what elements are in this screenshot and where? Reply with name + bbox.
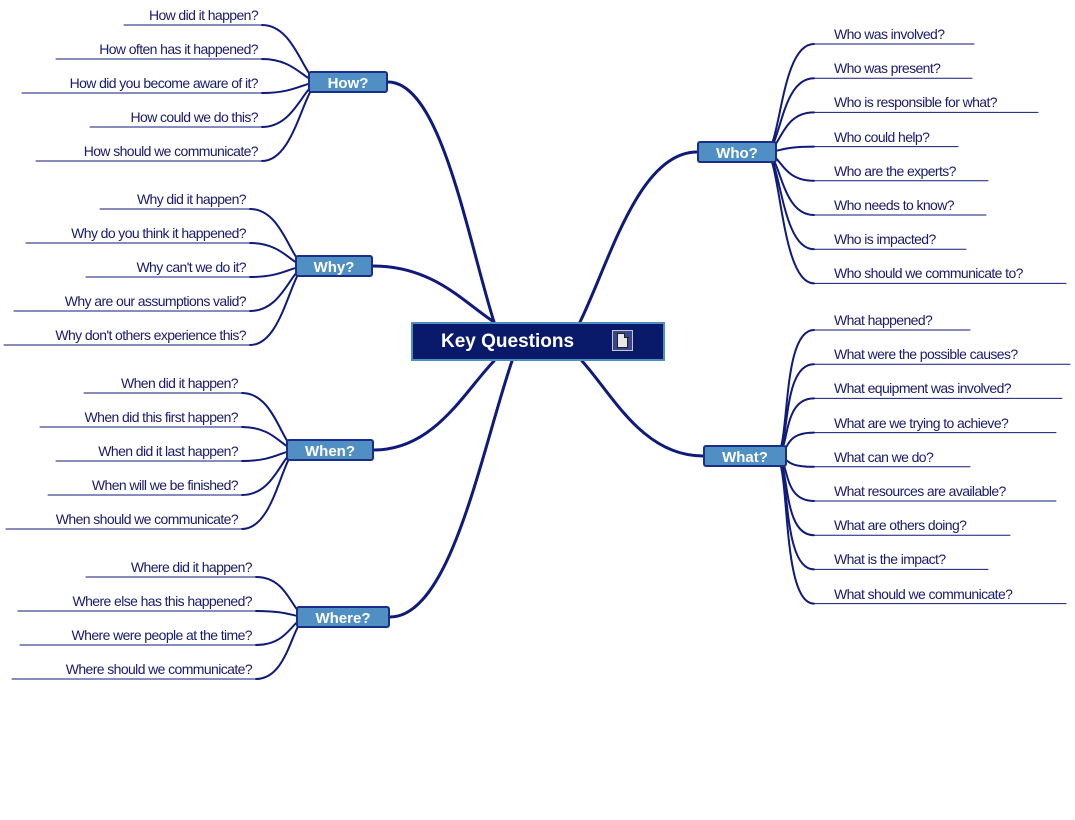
when-question[interactable]: When did this first happen?	[84, 409, 239, 425]
trunk-connector-who	[578, 150, 699, 324]
branch-where[interactable]: Where?	[296, 606, 390, 628]
who-question[interactable]: Who was involved?	[834, 26, 945, 42]
central-topic[interactable]: Key Questions	[411, 322, 665, 361]
what-question[interactable]: What are we trying to achieve?	[834, 414, 1009, 431]
how-question[interactable]: How should we communicate?	[83, 143, 259, 159]
trunk-connector-when	[372, 359, 496, 452]
branch-why[interactable]: Why?	[295, 255, 373, 277]
when-question[interactable]: When did it happen?	[120, 375, 239, 391]
who-question[interactable]: Who was present?	[834, 60, 941, 77]
when-question-connector	[241, 449, 299, 530]
trunk-connector-where	[388, 359, 514, 619]
what-question[interactable]: What should we communicate?	[834, 585, 1013, 602]
why-question[interactable]: Why don't others experience this?	[55, 327, 246, 343]
document-icon[interactable]	[612, 330, 633, 351]
why-question[interactable]: Why can't we do it?	[136, 259, 246, 275]
what-question[interactable]: What happened?	[834, 312, 933, 328]
what-question-connector	[774, 455, 815, 571]
why-question[interactable]: Why did it happen?	[136, 191, 247, 207]
how-question[interactable]: How often has it happened?	[99, 41, 258, 57]
where-question[interactable]: Where should we communicate?	[65, 661, 253, 677]
why-question[interactable]: Why are our assumptions valid?	[64, 293, 247, 309]
how-question[interactable]: How did it happen?	[148, 7, 259, 23]
how-question[interactable]: How did you become aware of it?	[69, 75, 259, 91]
what-question[interactable]: What is the impact?	[834, 551, 946, 568]
what-question[interactable]: What were the possible causes?	[834, 346, 1018, 363]
branch-who[interactable]: Who?	[697, 141, 777, 163]
what-question[interactable]: What can we do?	[834, 448, 934, 465]
how-question[interactable]: How could we do this?	[130, 109, 259, 125]
who-question[interactable]: Who is responsible for what?	[834, 94, 998, 111]
where-question[interactable]: Where were people at the time?	[71, 627, 253, 643]
who-question[interactable]: Who could help?	[834, 128, 930, 145]
what-question-connector	[774, 455, 815, 605]
how-question-connector	[261, 81, 321, 162]
who-question[interactable]: Who should we communicate to?	[834, 265, 1023, 282]
when-question[interactable]: When will we be finished?	[91, 477, 239, 493]
who-question-connector	[764, 151, 815, 285]
when-question[interactable]: When should we communicate?	[55, 511, 239, 527]
central-topic-title: Key Questions	[441, 331, 575, 352]
what-question[interactable]: What resources are available?	[834, 483, 1006, 499]
trunk-connector-how	[386, 80, 496, 324]
trunk-connector-what	[580, 359, 705, 458]
what-question[interactable]: What are others doing?	[834, 517, 967, 534]
branch-how[interactable]: How?	[308, 71, 388, 93]
why-question-connector	[249, 265, 308, 346]
branch-when[interactable]: When?	[286, 439, 374, 461]
branch-what[interactable]: What?	[703, 445, 787, 467]
who-question[interactable]: Who is impacted?	[834, 231, 936, 248]
who-question[interactable]: Who are the experts?	[834, 162, 956, 179]
when-question[interactable]: When did it last happen?	[98, 443, 238, 459]
what-question[interactable]: What equipment was involved?	[834, 380, 1012, 397]
why-question[interactable]: Why do you think it happened?	[71, 225, 246, 241]
where-question[interactable]: Where did it happen?	[130, 559, 253, 575]
who-question[interactable]: Who needs to know?	[834, 197, 955, 213]
trunk-connector-why	[371, 264, 496, 324]
where-question[interactable]: Where else has this happened?	[72, 593, 252, 609]
